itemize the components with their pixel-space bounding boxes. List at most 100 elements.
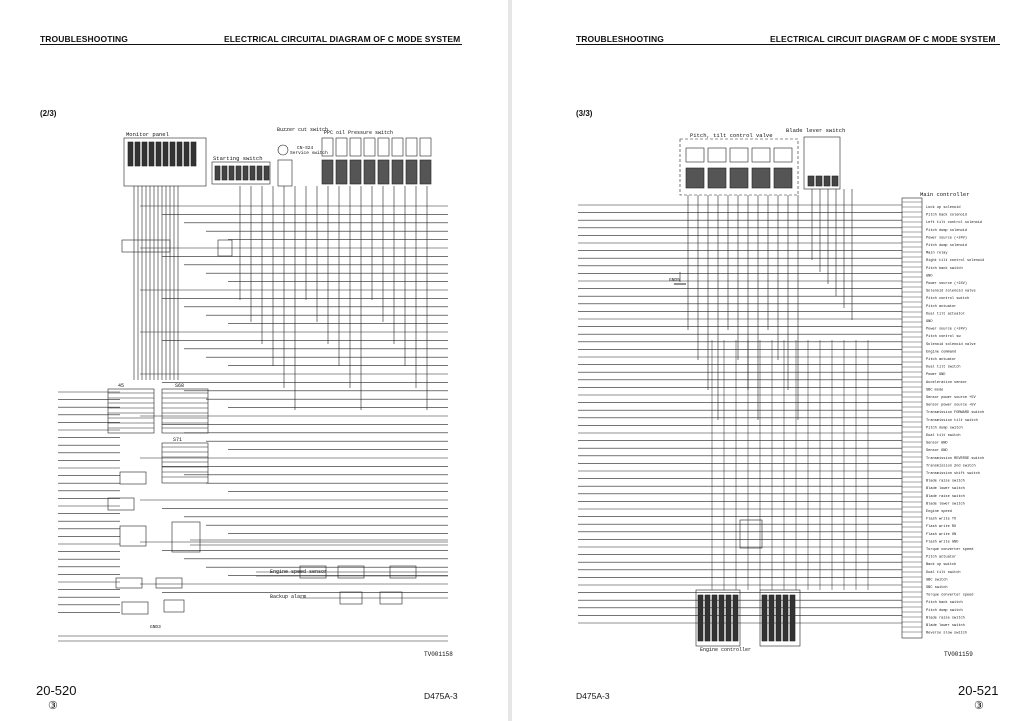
solenoid-connector	[729, 167, 749, 189]
pressure-switch-connector	[377, 159, 390, 185]
pressure-switch	[321, 137, 334, 157]
connector-small	[119, 471, 147, 485]
connector-45-box	[107, 388, 155, 434]
controller-pin-label: Engine speed	[926, 509, 952, 514]
controller-pin-label: Torque converter speed	[926, 547, 973, 552]
controller-pin-label: SBC mode	[926, 387, 943, 392]
left-header-title: ELECTRICAL CIRCUITAL DIAGRAM OF C MODE S…	[224, 34, 461, 44]
controller-pin-label: Transmission 2nd switch	[926, 463, 976, 468]
controller-pin-label: Pitch dump switch	[926, 608, 963, 613]
engine-controller-pin	[732, 594, 739, 642]
solenoid-box	[773, 147, 793, 163]
engine-controller-pin	[718, 594, 725, 642]
monitor-pin	[127, 141, 134, 167]
main-controller-label: Main controller	[920, 191, 970, 198]
starting-switch-pin	[249, 165, 256, 181]
controller-pin-label: Blade raise switch	[926, 494, 965, 499]
starting-switch-pin	[221, 165, 228, 181]
controller-pin-label: Flash write ON	[926, 532, 956, 537]
left-page-number: 20-520	[36, 683, 77, 698]
backup-alarm-label: Backup alarm	[270, 594, 306, 600]
pressure-switch-connector	[391, 159, 404, 185]
controller-pin-label: Reverse slow switch	[926, 631, 967, 636]
cn-s24-label: CN-S24	[297, 145, 314, 151]
controller-pin-label: Pitch actuator	[926, 304, 956, 309]
connector-small	[115, 577, 143, 589]
controller-pin-label: Pitch actuator	[926, 555, 956, 560]
connector-45-label: 45	[118, 383, 124, 389]
pressure-switch-connector	[405, 159, 418, 185]
monitor-pin	[183, 141, 190, 167]
left-panel-label: (2/3)	[40, 109, 57, 118]
controller-pin-label: SBC switch	[926, 585, 948, 590]
controller-pin-label: Sensor power source +5V	[926, 395, 976, 400]
monitor-pin	[134, 141, 141, 167]
controller-pin-label: Flash write RX	[926, 524, 957, 529]
solenoid-box	[729, 147, 749, 163]
solenoid-box	[707, 147, 727, 163]
pressure-switch-connector	[419, 159, 432, 185]
monitor-pin	[148, 141, 155, 167]
right-header-rule	[576, 44, 1000, 46]
controller-pin-label: Pitch back solenoid	[926, 213, 967, 218]
controller-pin-label: GND	[926, 274, 932, 278]
starting-switch-pin	[235, 165, 242, 181]
connector-s68-box	[161, 388, 209, 434]
buzzer-label: Buzzer cut switch	[277, 127, 328, 133]
monitor-panel-label: Monitor panel	[126, 131, 169, 138]
monitor-pin	[141, 141, 148, 167]
blade-lever-pin	[823, 175, 831, 187]
page-gutter	[508, 0, 512, 721]
pressure-switch	[363, 137, 376, 157]
controller-pin-label: Power source (+24V)	[926, 281, 967, 286]
left-revision-mark: ③	[48, 700, 58, 712]
monitor-pin	[169, 141, 176, 167]
solenoid-connector	[685, 167, 705, 189]
buzzer-symbol	[277, 144, 289, 156]
controller-pin-label: Torque converter speed	[926, 593, 973, 598]
right-panel-label: (3/3)	[576, 109, 593, 118]
left-figure-id: TV001158	[424, 651, 453, 658]
controller-pin-label: Pitch back switch	[926, 266, 963, 271]
blade-lever-pin	[807, 175, 815, 187]
controller-pin-label: Pitch dump solenoid	[926, 228, 967, 233]
starting-switch-pin	[263, 165, 270, 181]
solenoid-connector	[773, 167, 793, 189]
right-header-title: ELECTRICAL CIRCUIT DIAGRAM OF C MODE SYS…	[770, 34, 996, 44]
controller-pin-label: Pitch back switch	[926, 600, 963, 605]
starting-switch-pin	[242, 165, 249, 181]
connector-small	[155, 577, 183, 589]
controller-pin-label: Blade raise switch	[926, 615, 965, 620]
connector-small	[121, 601, 149, 615]
connector-s68-label: S68	[175, 383, 184, 389]
starting-switch-label: Starting switch	[213, 155, 263, 162]
monitor-pin	[162, 141, 169, 167]
engine-controller-pin	[704, 594, 711, 642]
controller-pin-label: Left tilt control solenoid	[926, 220, 982, 225]
engine-controller-pin	[768, 594, 775, 642]
controller-pin-label: Dual tilt switch	[926, 365, 961, 370]
engine-controller-pin	[711, 594, 718, 642]
controller-pin-label: Transmission REVERSE switch	[926, 456, 984, 461]
controller-pin-label: Lock up solenoid	[926, 205, 961, 210]
controller-pin-label: Power GND	[926, 372, 945, 377]
controller-pin-label: Blade lower switch	[926, 623, 965, 628]
engine-controller-pin	[725, 594, 732, 642]
engine-speed-sensor-label: Engine speed sensor	[270, 569, 327, 575]
pressure-switch-connector	[335, 159, 348, 185]
controller-pin-label: Main relay	[926, 251, 948, 256]
controller-pin-label: Pitch control switch	[926, 296, 969, 301]
controller-pin-label: Back up switch	[926, 562, 956, 567]
monitor-panel-box	[123, 137, 207, 187]
controller-pin-label: Right tilt control solenoid	[926, 258, 984, 263]
controller-pin-label: Transmission tilt switch	[926, 418, 978, 423]
controller-pin-label: Power source (+24V)	[926, 235, 967, 240]
left-header-rule	[40, 44, 462, 46]
controller-pin-label: Solenoid solenoid valve	[926, 342, 976, 347]
gnd5-label: GND5	[669, 277, 680, 283]
right-page-number: 20-521	[958, 683, 999, 698]
pressure-switch-connector	[349, 159, 362, 185]
service-switch-box	[277, 159, 293, 187]
controller-pin-label: Dual tilt actuator	[926, 311, 965, 316]
